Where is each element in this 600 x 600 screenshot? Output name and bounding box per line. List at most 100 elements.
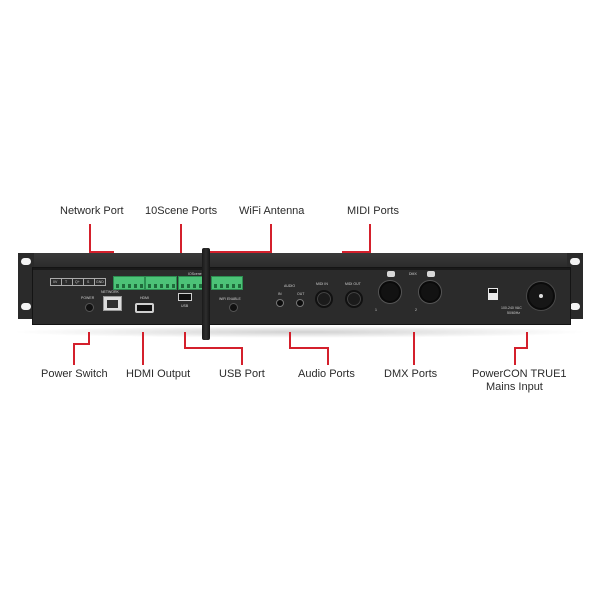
pin	[134, 284, 137, 288]
callout-network-port: Network Port	[60, 205, 124, 217]
dmx2-latch	[427, 271, 435, 277]
pin	[140, 284, 143, 288]
label-frequency: 50/60Hz	[507, 311, 521, 315]
pin	[193, 284, 196, 288]
panel-edge	[33, 268, 570, 270]
callout-wifi-antenna: WiFi Antenna	[239, 205, 305, 217]
pin	[160, 284, 163, 288]
label-dmx: DMX	[409, 272, 417, 276]
label-audio: AUDIO	[284, 284, 296, 288]
audio-out-jack[interactable]	[296, 299, 304, 307]
leader-usb-v2	[241, 347, 243, 365]
pin	[148, 284, 151, 288]
callout-power-switch: Power Switch	[41, 368, 108, 380]
dmx1-latch	[387, 271, 395, 277]
midi-in-port[interactable]	[315, 290, 333, 308]
leader-usb-h	[184, 347, 242, 349]
callout-powercon-line1: PowerCON TRUE1	[472, 368, 567, 380]
label-voltage: 100-240 VAC	[501, 306, 522, 310]
leader-ioscene-v	[180, 224, 182, 262]
rack-hole	[570, 258, 580, 265]
pin	[220, 284, 223, 288]
pin	[214, 284, 217, 288]
leader-wifi-h	[207, 251, 272, 253]
usb-port[interactable]	[178, 293, 192, 301]
wifi-enable-button[interactable]	[229, 303, 238, 312]
pin	[181, 284, 184, 288]
label-network: NETWORK	[101, 290, 119, 294]
dmx-port-2[interactable]	[419, 281, 441, 303]
device-shadow	[10, 326, 590, 338]
hdmi-output[interactable]	[135, 303, 154, 313]
wifi-antenna	[202, 248, 210, 340]
leader-wifi-v1	[270, 224, 272, 252]
callout-powercon-line2: Mains Input	[486, 381, 543, 393]
pin	[187, 284, 190, 288]
label-audio-out: OUT	[297, 292, 305, 296]
callout-midi-ports: MIDI Ports	[347, 205, 399, 217]
callout-usb-port: USB Port	[219, 368, 265, 380]
ioscene-port-4[interactable]	[211, 276, 243, 290]
ioscene-port-2[interactable]	[145, 276, 177, 290]
leader-power-h	[73, 343, 90, 345]
network-port[interactable]	[103, 296, 122, 311]
pin	[226, 284, 229, 288]
pin-label: GND	[96, 280, 104, 284]
leader-powercon-v2	[514, 347, 516, 365]
ioscene-port-1[interactable]	[113, 276, 145, 290]
label-midi-in: MIDI IN	[316, 282, 328, 286]
label-audio-in: IN	[278, 292, 282, 296]
callout-hdmi-output: HDMI Output	[126, 368, 191, 380]
leader-audio-v1	[289, 332, 291, 348]
pcon-center	[539, 294, 543, 298]
pin	[166, 284, 169, 288]
rack-hole	[21, 303, 31, 310]
callout-dmx-ports: DMX Ports	[384, 368, 438, 380]
dmx-port-1[interactable]	[379, 281, 401, 303]
midi-out-port[interactable]	[345, 290, 363, 308]
powercon-mains-input[interactable]	[527, 282, 555, 310]
label-dmx2: 2	[415, 308, 417, 312]
leader-network-v1	[89, 224, 91, 252]
pin-legend-gnd: GND	[94, 278, 106, 286]
label-usb: USB	[181, 304, 189, 308]
label-hdmi: HDMI	[140, 296, 149, 300]
pin	[172, 284, 175, 288]
pin	[122, 284, 125, 288]
leader-power-v1	[88, 332, 90, 344]
leader-usb-v1	[184, 332, 186, 348]
pin-label: T	[65, 280, 68, 284]
leader-power-v2	[73, 343, 75, 365]
pin	[154, 284, 157, 288]
rack-ear-right	[567, 253, 583, 319]
leader-dmx-v	[413, 332, 415, 365]
leader-audio-h	[289, 347, 328, 349]
chassis-top	[18, 253, 583, 267]
rack-unit: 0V T Q+ S GND IOScene POWER NETWORK HDMI…	[18, 253, 583, 331]
rack-hole	[570, 303, 580, 310]
pin	[199, 284, 202, 288]
dip-switch[interactable]	[488, 288, 498, 300]
rear-panel: 0V T Q+ S GND IOScene POWER NETWORK HDMI…	[32, 267, 571, 325]
leader-midi-h	[342, 251, 371, 253]
ethernet-socket	[107, 300, 118, 308]
leader-audio-v2	[327, 347, 329, 365]
leader-midi-v1	[369, 224, 371, 252]
switch-knob	[489, 289, 497, 293]
label-wifi-enable: WiFi ENABLE	[219, 297, 241, 301]
pin-label: 0V	[53, 280, 58, 284]
leader-hdmi-v	[142, 332, 144, 365]
label-midi-out: MIDI OUT	[345, 282, 361, 286]
leader-powercon-h	[514, 347, 528, 349]
label-ioscene: IOScene	[188, 272, 202, 276]
leader-powercon-v1	[526, 332, 528, 348]
leader-network-h	[89, 251, 113, 253]
power-switch[interactable]	[85, 303, 94, 312]
label-power: POWER	[81, 296, 95, 300]
rack-ear-left	[18, 253, 34, 319]
rack-hole	[21, 258, 31, 265]
pin-label: S	[87, 280, 90, 284]
pin	[116, 284, 119, 288]
callout-audio-ports: Audio Ports	[298, 368, 355, 380]
audio-in-jack[interactable]	[276, 299, 284, 307]
